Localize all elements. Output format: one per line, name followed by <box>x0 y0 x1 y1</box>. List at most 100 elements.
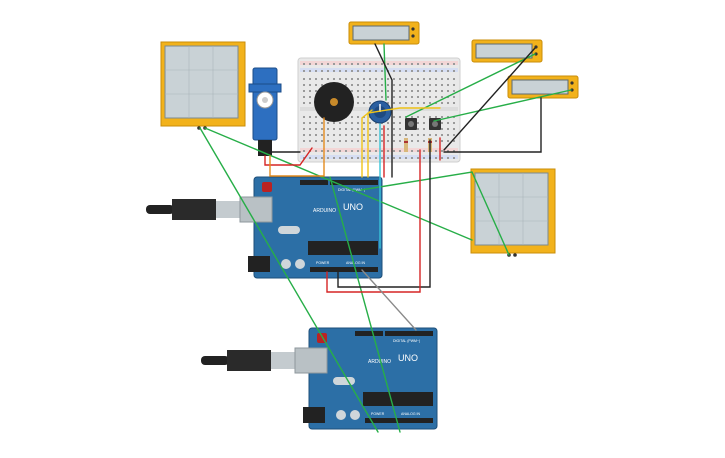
breadboard-hole <box>375 78 377 80</box>
breadboard-hole <box>435 150 437 152</box>
potentiometer[interactable] <box>368 100 392 124</box>
breadboard-hole <box>309 70 311 72</box>
force-sensor-top-left[interactable] <box>160 41 246 130</box>
breadboard-hole <box>339 128 341 130</box>
breadboard-hole <box>321 140 323 142</box>
breadboard-hole <box>369 134 371 136</box>
usb-cable-1[interactable] <box>146 196 273 223</box>
breadboard-hole <box>393 90 395 92</box>
breadboard-hole <box>315 70 317 72</box>
breadboard-hole <box>357 63 359 65</box>
breadboard-hole <box>303 90 305 92</box>
arduino-model-text: UNO <box>343 202 363 212</box>
breadboard-hole <box>423 63 425 65</box>
breadboard-hole <box>357 96 359 98</box>
breadboard-hole <box>429 90 431 92</box>
breadboard-hole <box>363 122 365 124</box>
breadboard-hole <box>315 157 317 159</box>
arduino-uno-1[interactable]: ARDUINO UNO DIGITAL (PWM~) POWER ANALOG … <box>248 176 383 279</box>
breadboard-hole <box>339 150 341 152</box>
arduino-uno-2[interactable]: ARDUINO UNO DIGITAL (PWM~) POWER ANALOG … <box>303 327 438 430</box>
breadboard-hole <box>345 150 347 152</box>
breadboard-hole <box>447 84 449 86</box>
lcd-top-right[interactable] <box>471 39 543 63</box>
breadboard-hole <box>357 128 359 130</box>
breadboard-hole <box>423 102 425 104</box>
breadboard-hole <box>387 90 389 92</box>
breadboard-hole <box>321 150 323 152</box>
breadboard-hole <box>327 78 329 80</box>
breadboard-hole <box>447 70 449 72</box>
breadboard-hole <box>393 102 395 104</box>
breadboard-hole <box>423 84 425 86</box>
breadboard-hole <box>351 128 353 130</box>
breadboard-hole <box>417 96 419 98</box>
breadboard-hole <box>327 150 329 152</box>
breadboard-hole <box>333 157 335 159</box>
breadboard-hole <box>453 63 455 65</box>
breadboard-hole <box>393 78 395 80</box>
breadboard-hole <box>417 157 419 159</box>
breadboard-hole <box>393 134 395 136</box>
breadboard-hole <box>315 84 317 86</box>
breadboard-hole <box>363 134 365 136</box>
breadboard-hole <box>453 78 455 80</box>
power-pins-label: POWER <box>371 412 385 416</box>
breadboard-hole <box>399 102 401 104</box>
breadboard-hole <box>351 150 353 152</box>
force-sensor-right[interactable] <box>470 168 556 257</box>
breadboard-hole <box>357 157 359 159</box>
breadboard-hole <box>411 78 413 80</box>
wire-green <box>199 127 379 433</box>
breadboard-hole <box>303 70 305 72</box>
breadboard-hole <box>405 90 407 92</box>
breadboard-hole <box>369 150 371 152</box>
breadboard-hole <box>393 150 395 152</box>
pushbutton-1[interactable] <box>405 118 417 130</box>
breadboard-hole <box>381 96 383 98</box>
wires <box>199 43 572 433</box>
breadboard-hole <box>381 128 383 130</box>
wire-green <box>405 53 536 118</box>
wire-red <box>264 147 313 166</box>
breadboard-hole <box>315 140 317 142</box>
wire-black <box>337 139 431 288</box>
lcd-right[interactable] <box>507 75 579 99</box>
breadboard-hole <box>411 84 413 86</box>
arduino-model-text: UNO <box>398 353 418 363</box>
wire-green <box>329 176 401 433</box>
breadboard-hole <box>423 122 425 124</box>
breadboard-hole <box>315 134 317 136</box>
breadboard-hole <box>363 63 365 65</box>
breadboard-hole <box>411 102 413 104</box>
breadboard-hole <box>453 128 455 130</box>
breadboard-hole <box>369 70 371 72</box>
breadboard-hole <box>369 102 371 104</box>
breadboard-hole <box>399 157 401 159</box>
wire-green <box>204 127 473 241</box>
breadboard-hole <box>327 63 329 65</box>
breadboard-hole <box>309 84 311 86</box>
breadboard-hole <box>357 90 359 92</box>
breadboard-hole <box>417 140 419 142</box>
piezo-buzzer[interactable] <box>314 82 354 122</box>
breadboard-hole <box>393 116 395 118</box>
breadboard-hole <box>399 122 401 124</box>
breadboard-hole <box>363 157 365 159</box>
breadboard-hole <box>303 96 305 98</box>
breadboard-hole <box>303 140 305 142</box>
breadboard-hole <box>399 70 401 72</box>
lcd-top-center[interactable] <box>348 21 420 45</box>
usb-cable-2[interactable] <box>201 347 328 374</box>
breadboard-hole <box>447 134 449 136</box>
breadboard-hole <box>447 157 449 159</box>
breadboard-hole <box>399 63 401 65</box>
breadboard-hole <box>309 116 311 118</box>
breadboard-hole <box>429 96 431 98</box>
servo-motor[interactable] <box>248 67 282 156</box>
breadboard-hole <box>351 84 353 86</box>
breadboard-hole <box>393 140 395 142</box>
breadboard-hole <box>381 134 383 136</box>
pushbutton-2[interactable] <box>429 118 441 130</box>
